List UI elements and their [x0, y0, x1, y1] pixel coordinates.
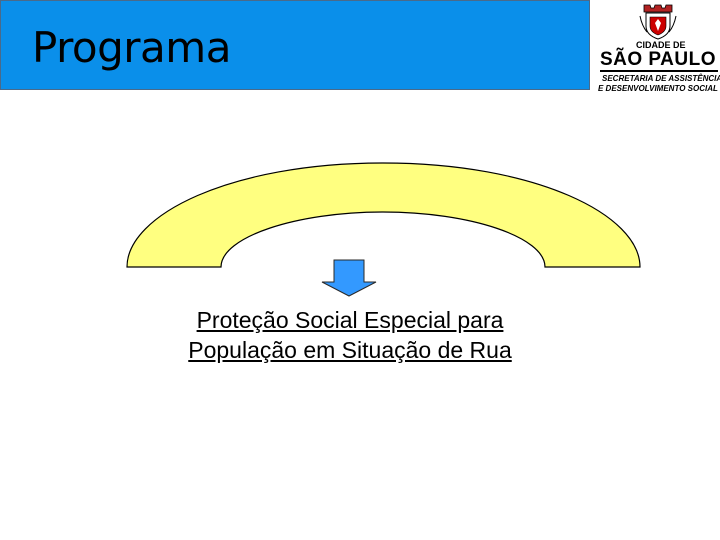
caption-line-2: População em Situação de Rua — [188, 337, 512, 363]
title-bar: Programa — [0, 0, 590, 90]
logo-text-sao-paulo: SÃO PAULO — [599, 49, 717, 70]
caption-line-1: Proteção Social Especial para — [196, 307, 504, 333]
city-seal-icon — [639, 4, 677, 40]
page-title: Programa — [32, 23, 231, 72]
logo-text-desenvolvimento: E DESENVOLVIMENTO SOCIAL — [598, 84, 718, 93]
logo-text-cidade: CIDADE DE — [636, 40, 686, 50]
program-caption: Proteção Social Especial para População … — [150, 305, 550, 365]
logo-divider — [600, 70, 718, 72]
sao-paulo-logo: CIDADE DE SÃO PAULO SECRETARIA DE ASSIST… — [596, 0, 720, 100]
logo-text-secretaria: SECRETARIA DE ASSISTÊNCIA — [602, 74, 720, 83]
down-arrow-icon — [321, 259, 377, 297]
arch-shape — [126, 162, 641, 268]
